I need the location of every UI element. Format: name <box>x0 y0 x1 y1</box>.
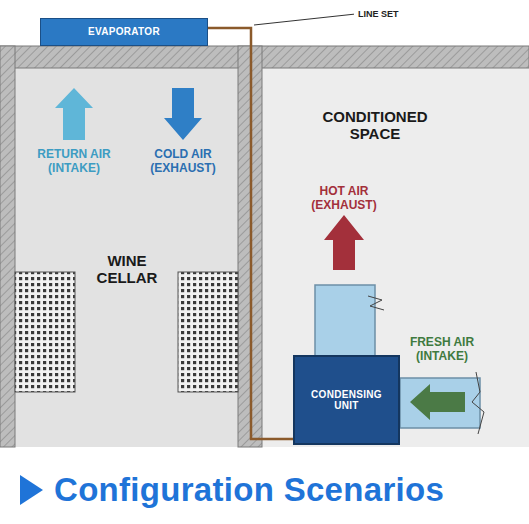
conditioned-ground <box>262 68 529 447</box>
title: Configuration Scenarios <box>54 470 444 510</box>
node-text: EVAPORATOR <box>88 26 160 38</box>
airflow-label: FRESH AIR (INTAKE) <box>399 336 485 364</box>
line-set-pipe <box>208 28 293 439</box>
cold-air-arrow <box>164 88 202 140</box>
cellar-ground <box>15 68 238 447</box>
return-air-arrow <box>55 88 93 140</box>
left-wall <box>0 46 15 447</box>
airflow-label: HOT AIR (EXHAUST) <box>301 185 387 213</box>
intake-duct <box>400 378 480 428</box>
wine-rack <box>15 272 75 392</box>
duct-break <box>472 372 484 434</box>
condensing-unit-box: CONDENSING UNIT <box>293 355 400 445</box>
node-text: CONDITIONED SPACE <box>310 108 440 143</box>
node-text: WINE CELLAR <box>85 252 169 287</box>
fresh-air-arrow <box>410 384 465 420</box>
evaporator-box: EVAPORATOR <box>40 18 208 46</box>
leader-line <box>254 14 354 25</box>
title-marker <box>20 475 43 505</box>
airflow-label: COLD AIR (EXHAUST) <box>140 148 226 176</box>
ceiling <box>0 46 529 68</box>
hot-air-arrow <box>324 215 364 270</box>
node-text: CONDENSING UNIT <box>300 389 393 412</box>
airflow-label: RETURN AIR (INTAKE) <box>26 148 122 176</box>
duct-break <box>368 296 384 310</box>
wine-cellar-region: WINE CELLAR <box>15 68 238 447</box>
exhaust-duct <box>315 285 375 357</box>
callout-label: LINE SET <box>358 9 399 19</box>
conditioned-space-region: CONDITIONED SPACE CONDENSING UNIT <box>262 68 529 447</box>
wine-rack <box>178 272 238 392</box>
